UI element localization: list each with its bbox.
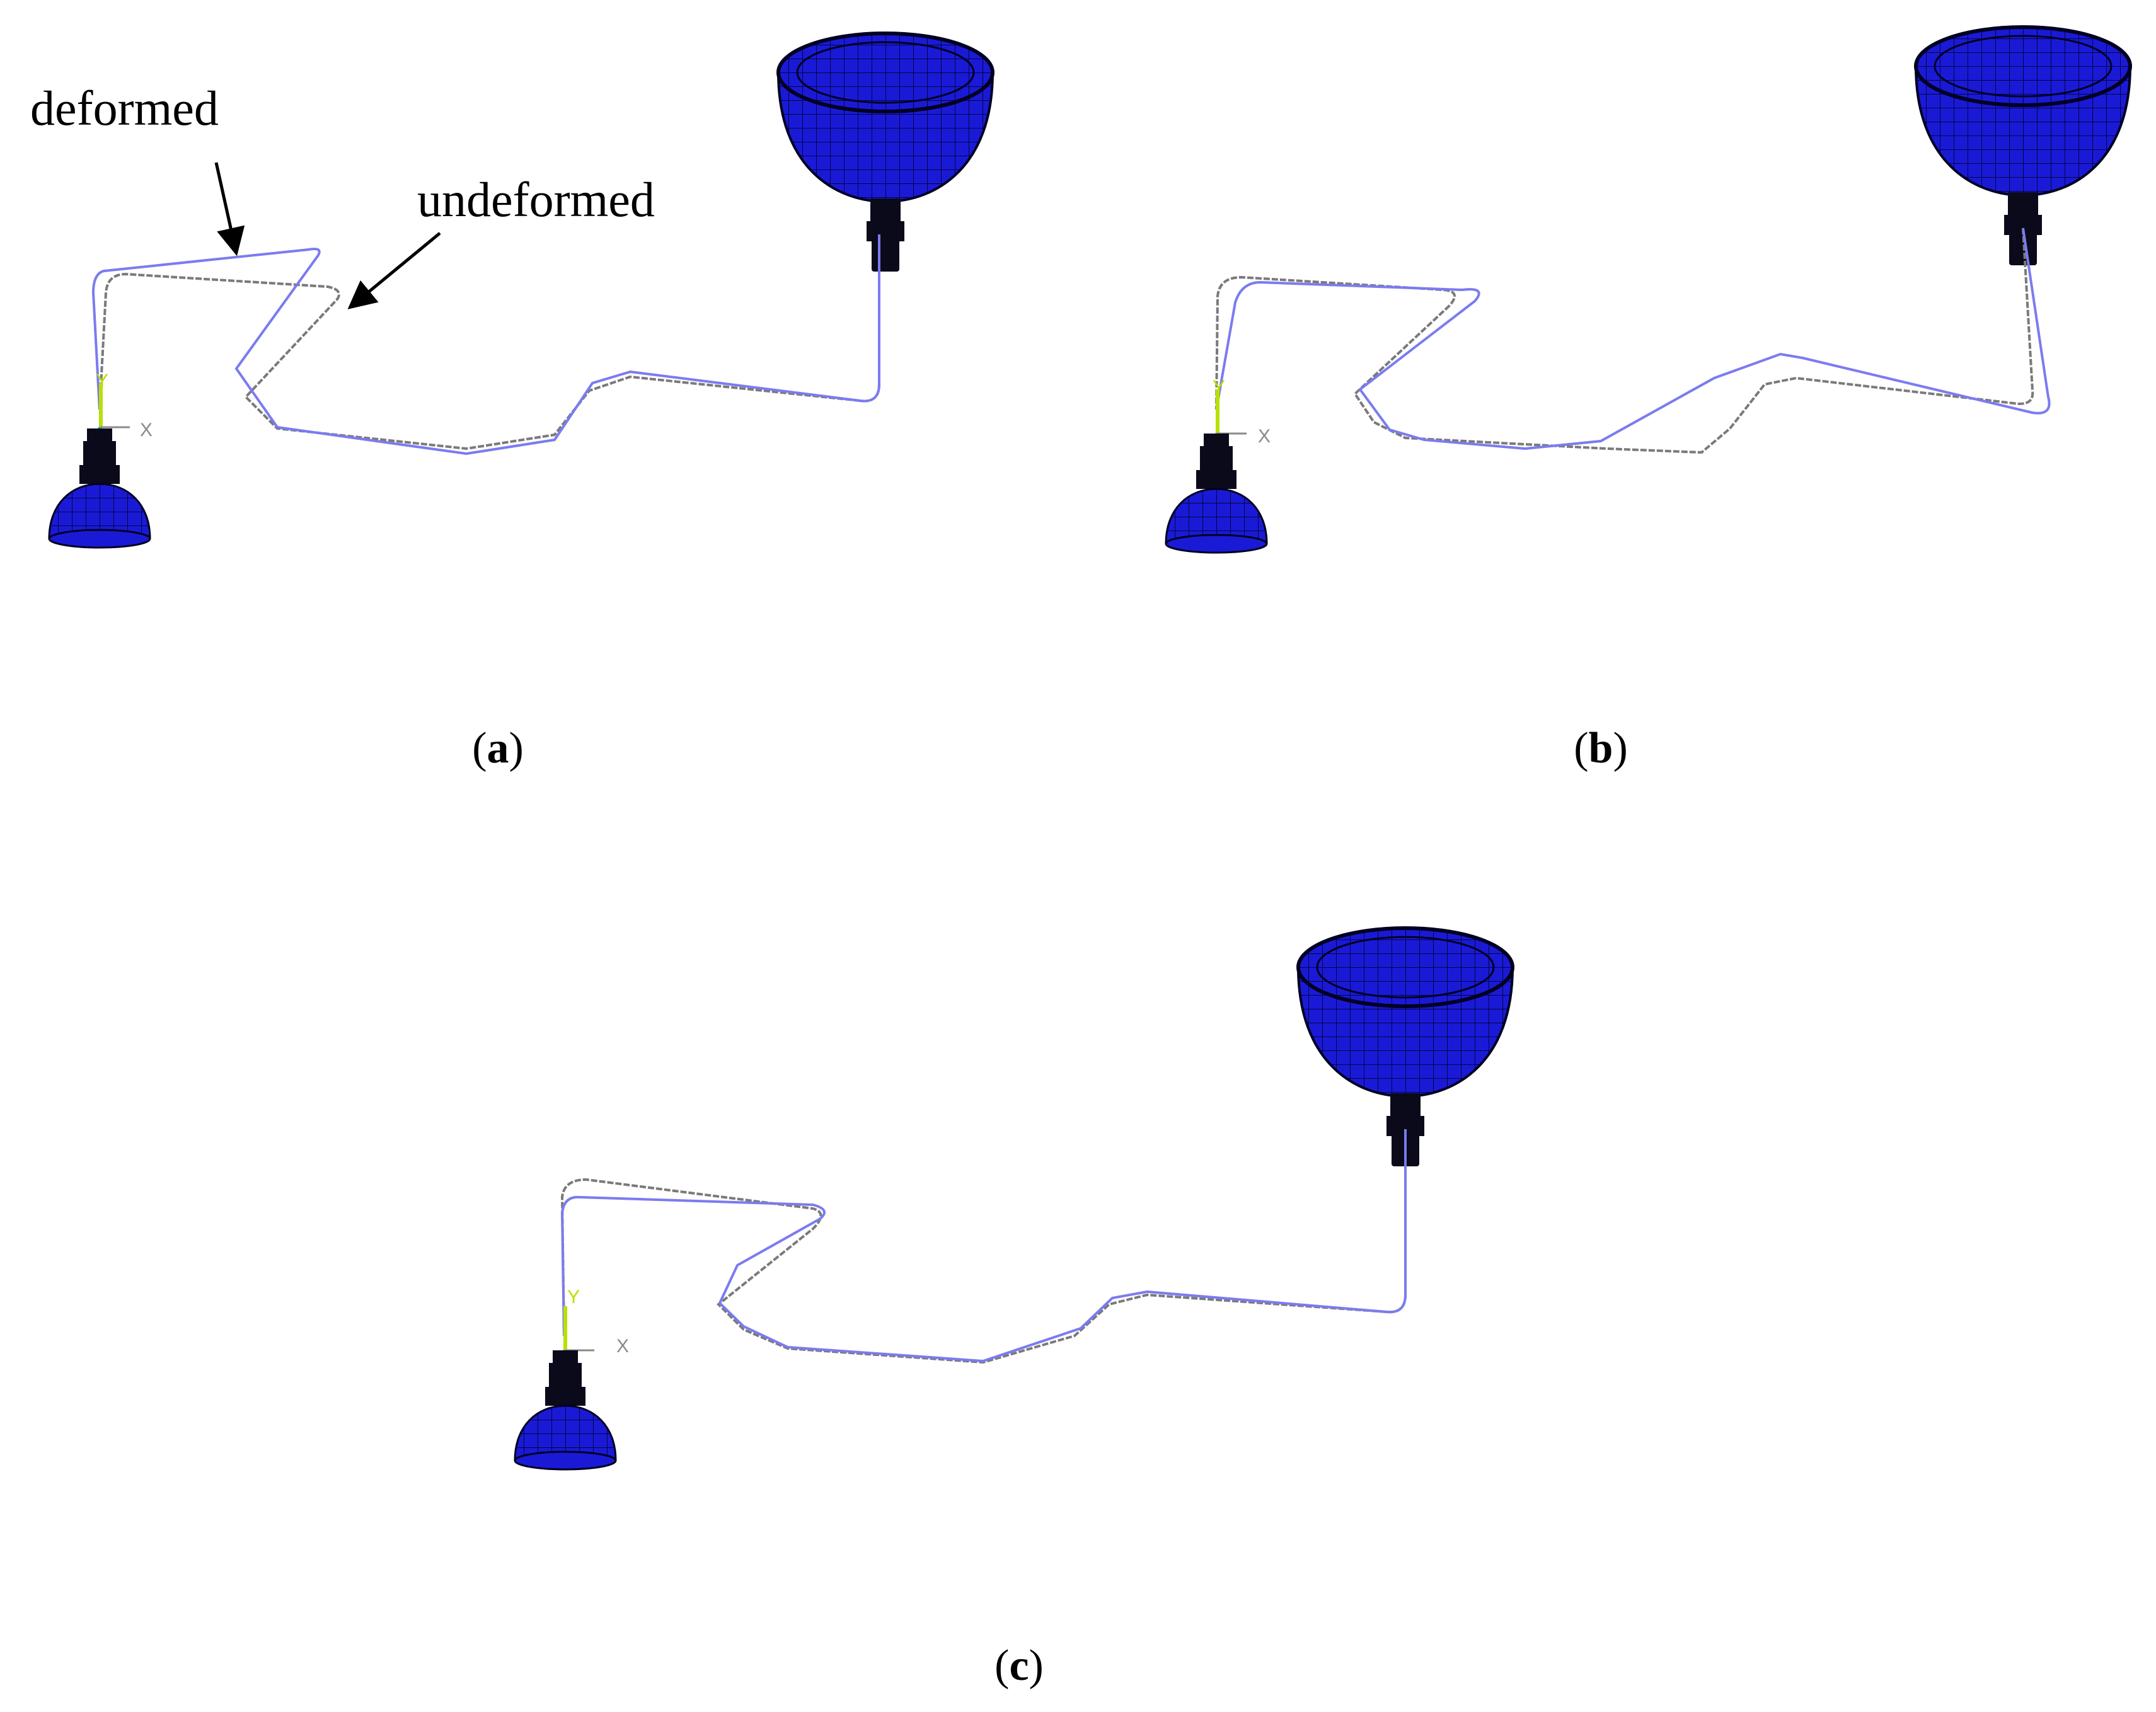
y-axis-label: Y (96, 371, 108, 391)
undeformed-cable (98, 234, 880, 451)
x-axis-label: X (1258, 426, 1271, 447)
panel-b: X Y (b) (1165, 27, 2130, 773)
panel-a: X Y deformed undeformed (a) (30, 33, 993, 773)
deformed-arrow (214, 162, 245, 256)
panel-c: X Y (c) (514, 928, 1513, 1690)
transmitter-dish-icon (48, 427, 151, 549)
x-axis-label: X (616, 1336, 629, 1357)
caption-a: (a) (472, 724, 524, 773)
receiver-dish-icon (778, 33, 993, 272)
transmitter-dish-icon (514, 1349, 617, 1471)
deformed-cable (1215, 227, 2051, 451)
x-axis-label: X (140, 420, 153, 440)
y-axis-label: Y (1213, 377, 1225, 398)
caption-c: (c) (994, 1641, 1044, 1690)
deformed-cable (91, 234, 880, 456)
undeformed-label: undeformed (417, 172, 655, 227)
undeformed-arrow (347, 232, 441, 309)
undeformed-cable (560, 1129, 1407, 1364)
caption-b: (b) (1574, 724, 1628, 773)
y-axis-label: Y (567, 1287, 580, 1307)
transmitter-dish-icon (1165, 432, 1268, 554)
undeformed-cable (1215, 227, 2034, 454)
deformed-label: deformed (30, 81, 219, 135)
deformed-cable (560, 1129, 1407, 1363)
